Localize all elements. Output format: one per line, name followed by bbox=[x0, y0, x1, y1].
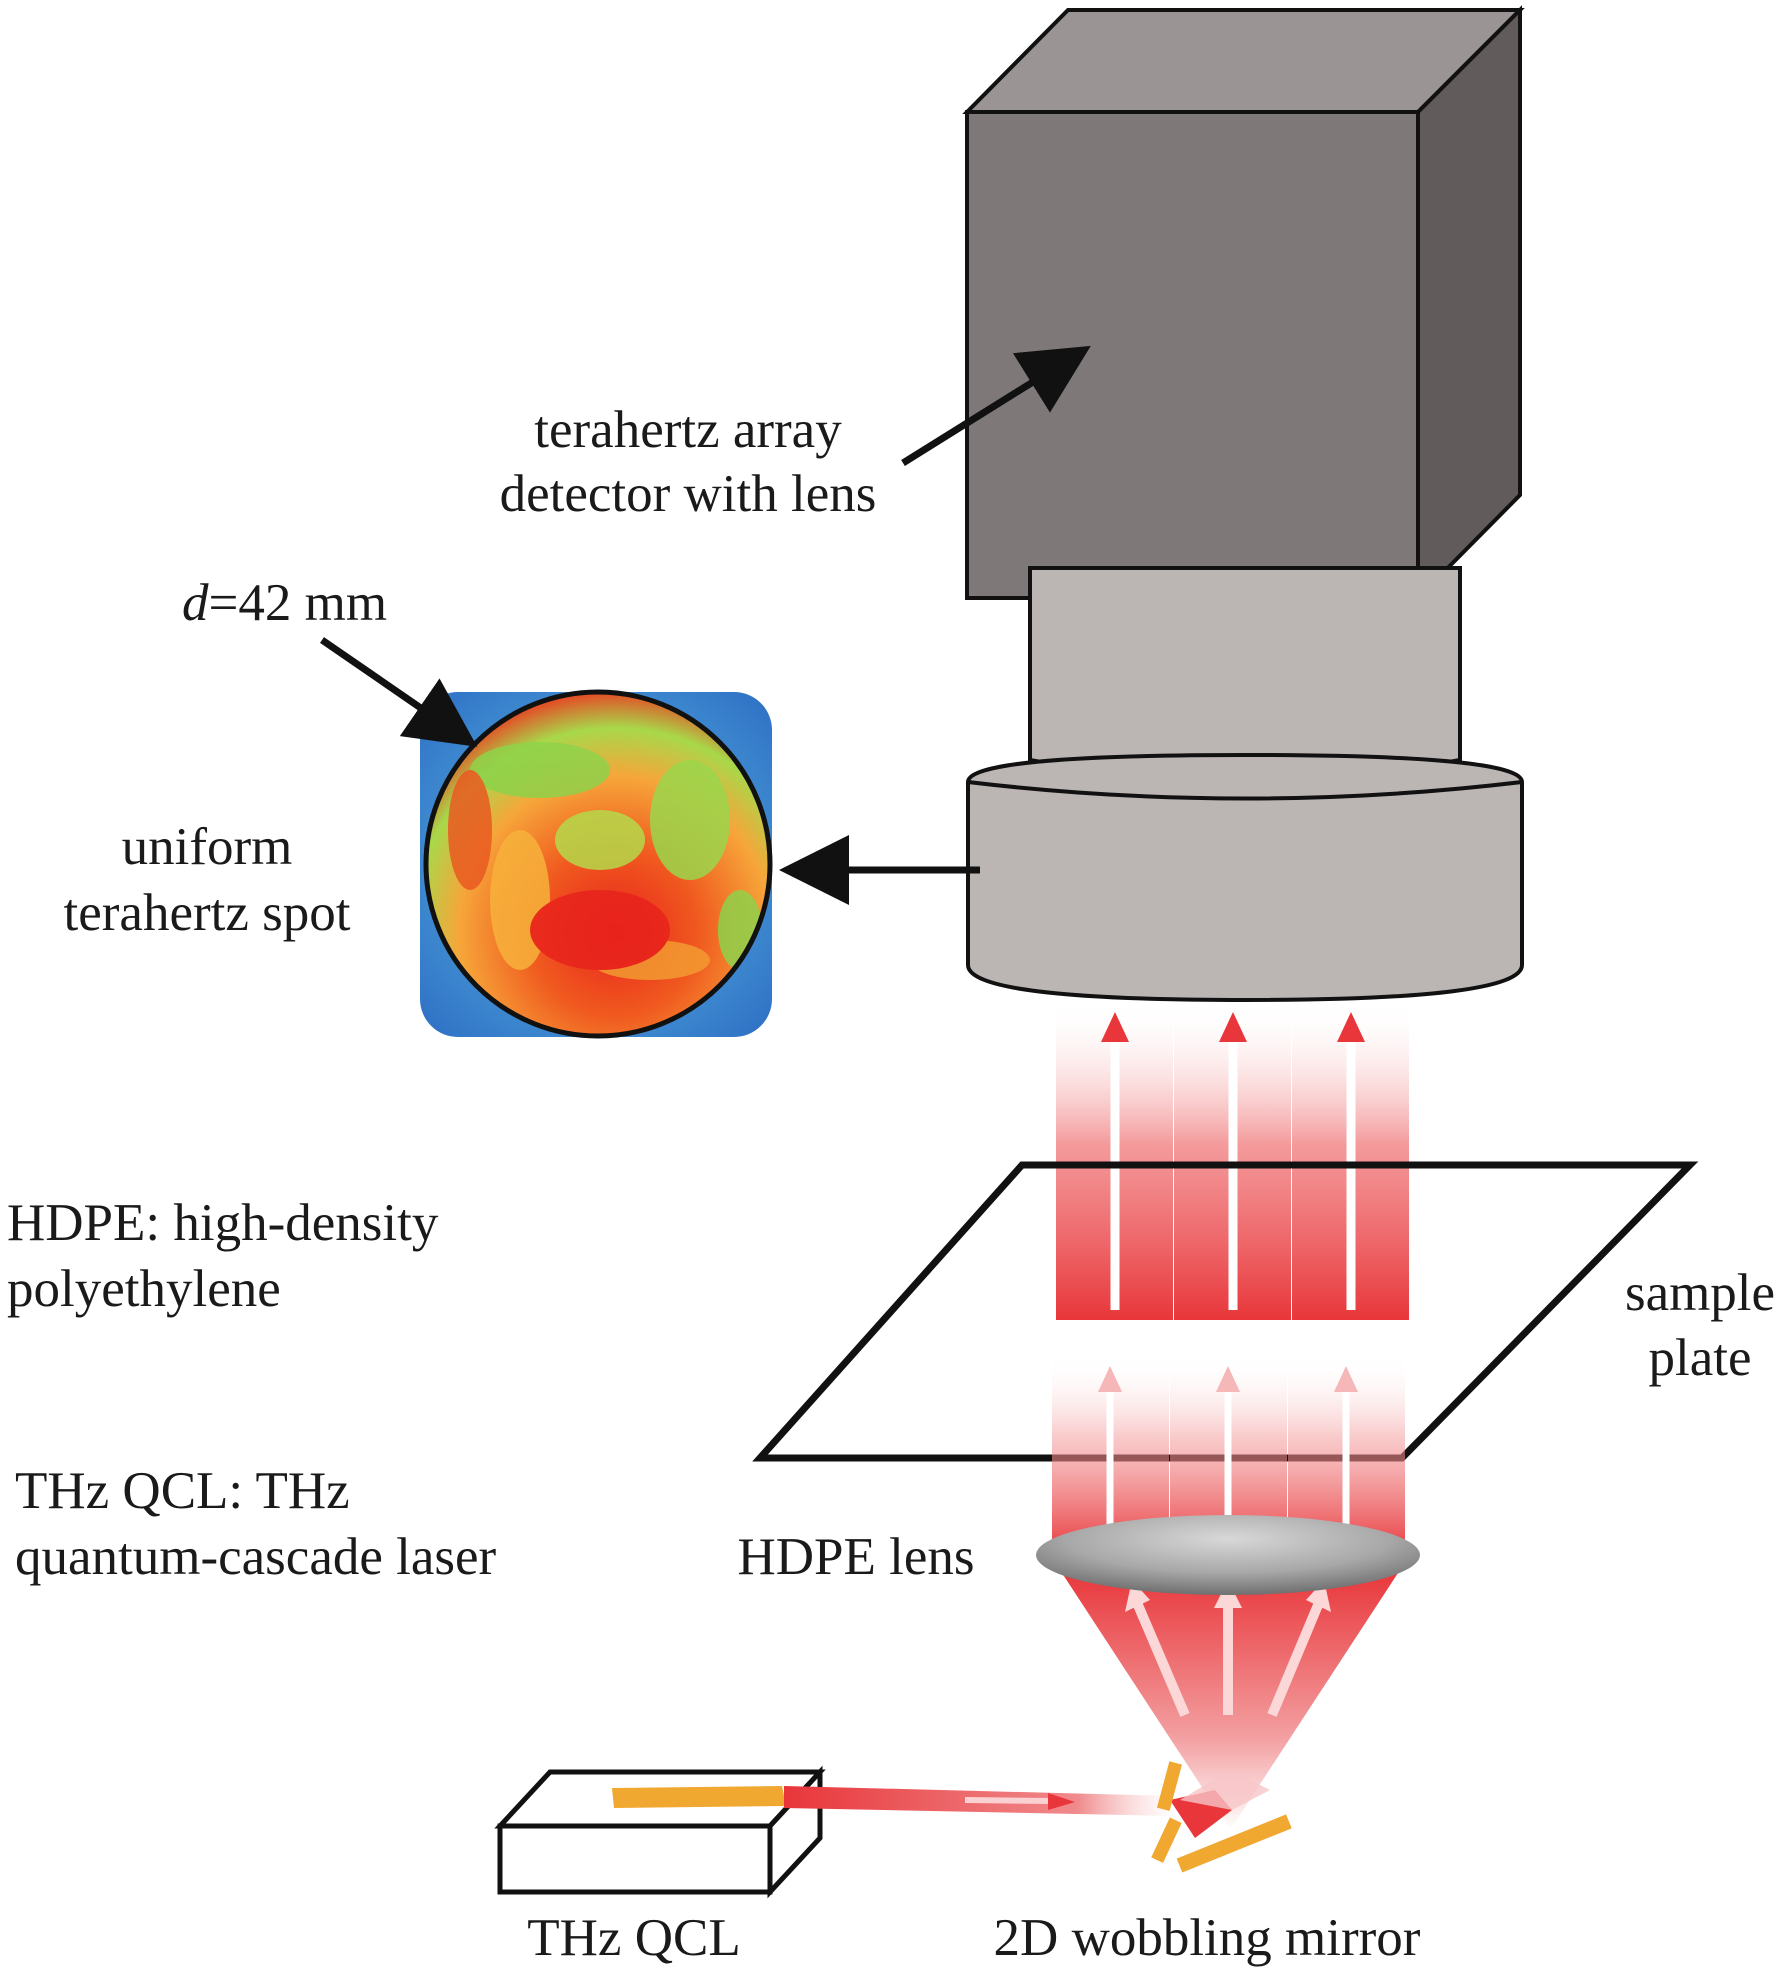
hdpe-definition-line1: HDPE: high-density bbox=[7, 1194, 439, 1252]
detector-label-line2: detector with lens bbox=[500, 465, 877, 523]
collimated-beams-upper bbox=[1056, 1000, 1409, 1320]
terahertz-array-detector bbox=[962, 5, 1525, 603]
wobbling-mirror-label: 2D wobbling mirror bbox=[994, 1909, 1421, 1967]
spot-boundary-circle bbox=[423, 689, 773, 1039]
hdpe-lens bbox=[1036, 1515, 1420, 1595]
qcl-laser-chip bbox=[612, 1786, 786, 1808]
detector-pointer-arrow bbox=[901, 345, 1091, 466]
spot-label-line1: uniform bbox=[122, 818, 293, 876]
spot-diameter-label: d=42 mm bbox=[182, 574, 387, 632]
thz-qcl-device bbox=[494, 1765, 826, 1899]
spot-diameter-pointer-arrow bbox=[320, 637, 478, 747]
thz-qcl-label: THz QCL bbox=[527, 1909, 740, 1967]
sample-plate-label-line1: sample bbox=[1625, 1264, 1775, 1322]
qcl-definition-line1: THz QCL: THz bbox=[15, 1462, 350, 1520]
detector-lens-barrel bbox=[1028, 566, 1462, 782]
detector-side-face bbox=[1416, 5, 1522, 603]
hdpe-lens-label: HDPE lens bbox=[737, 1528, 974, 1586]
qcl-definition-line2: quantum-cascade laser bbox=[15, 1528, 497, 1586]
terahertz-spot-image bbox=[420, 689, 773, 1039]
sample-plate-label-line2: plate bbox=[1649, 1329, 1752, 1387]
2d-wobbling-mirror bbox=[1151, 1761, 1292, 1873]
hdpe-definition-line2: polyethylene bbox=[7, 1260, 281, 1318]
detector-label-line1: terahertz array bbox=[534, 401, 842, 459]
laser-beam bbox=[784, 1786, 1175, 1816]
spot-label-line2: terahertz spot bbox=[64, 884, 351, 942]
detector-lens-ring bbox=[966, 752, 1524, 1003]
detector-front-face bbox=[965, 110, 1420, 600]
